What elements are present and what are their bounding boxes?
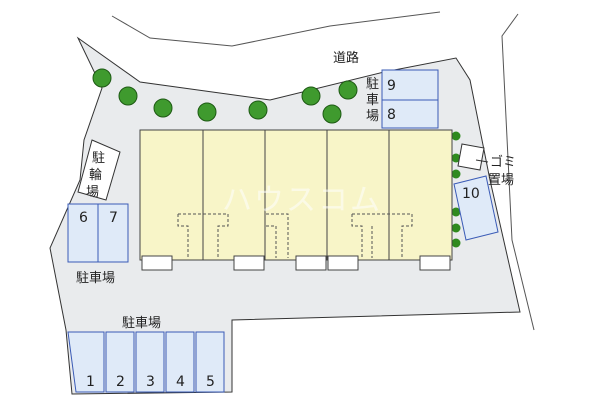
garbage-label-1: ゴミ	[490, 154, 516, 170]
porch-box	[295, 255, 327, 271]
road-edge-line	[501, 13, 535, 331]
parking-number-6: 6	[79, 210, 88, 226]
shrub-icon	[451, 153, 461, 163]
parking-east-label-1: 駐	[366, 77, 379, 92]
tree-icon	[301, 86, 321, 106]
bicycle-parking-label-3: 場	[86, 185, 99, 200]
bicycle-parking-area	[77, 139, 121, 201]
parking-number-7: 7	[109, 210, 118, 226]
shrub-icon	[451, 131, 461, 141]
shrub-icon	[451, 238, 461, 248]
road-label: 道路	[333, 50, 359, 66]
parking-space-1	[67, 331, 105, 393]
parking-space-2	[105, 331, 135, 393]
parking-east-label-2: 車	[366, 93, 379, 108]
garbage-area: ゴミ 置場	[457, 143, 516, 188]
garbage-leader-line	[475, 159, 489, 163]
tree-icon	[197, 102, 217, 122]
parking-main-label: 駐車場	[122, 316, 161, 331]
bicycle-parking: 駐 輪 場	[77, 139, 121, 201]
tree-icon	[322, 104, 342, 124]
parking-number-2: 2	[116, 374, 125, 390]
parking-number-8: 8	[387, 107, 396, 123]
tree-icon	[338, 80, 358, 100]
parking-number-3: 3	[146, 374, 155, 390]
tree-icon	[118, 86, 138, 106]
parking-west-label: 駐車場	[76, 271, 115, 286]
shrub-row-east	[451, 131, 461, 248]
parking-space-8	[381, 99, 439, 129]
parking-west: 6 7 駐車場	[67, 203, 129, 286]
parking-space-5	[195, 331, 225, 393]
parking-east-label-3: 場	[366, 109, 379, 124]
parking-space-10-group: 10	[453, 175, 499, 241]
bicycle-parking-label-2: 輪	[89, 167, 102, 183]
watermark-text: ハウスコム	[222, 183, 382, 218]
shrub-icon	[451, 207, 461, 217]
porch-box	[233, 255, 265, 271]
parking-number-9: 9	[387, 78, 396, 94]
parking-number-4: 4	[176, 374, 185, 390]
entrance-outline	[177, 213, 229, 258]
entrance-outline	[266, 213, 289, 258]
parking-number-5: 5	[206, 374, 215, 390]
bicycle-parking-label-1: 駐	[92, 151, 105, 166]
tree-icon	[153, 98, 173, 118]
parking-space-3	[135, 331, 165, 393]
porch-box	[141, 255, 173, 271]
shrub-icon	[451, 223, 461, 233]
parking-space-10	[453, 175, 499, 241]
shrub-icon	[451, 169, 461, 179]
parking-number-1: 1	[86, 374, 95, 390]
building-footprint	[139, 129, 453, 261]
parking-space-9	[381, 69, 439, 101]
garbage-box	[457, 143, 485, 171]
parking-east: 9 8 駐 車 場	[366, 69, 439, 129]
parking-space-7	[97, 203, 129, 263]
parking-bottom: 駐車場 1 2 3 4 5	[67, 316, 225, 393]
tree-icon	[248, 100, 268, 120]
garbage-label-2: 置場	[488, 173, 514, 188]
entrance-outlines	[177, 213, 413, 258]
parking-number-10: 10	[462, 186, 480, 202]
parking-space-4	[165, 331, 195, 393]
parking-space-6	[67, 203, 99, 263]
porch-box	[419, 255, 451, 271]
porch-box	[327, 255, 359, 271]
tree-row-north	[92, 68, 358, 124]
entrance-outline	[351, 213, 413, 258]
road-edge-line	[111, 11, 441, 47]
apartment-building	[139, 129, 453, 271]
tree-icon	[92, 68, 112, 88]
